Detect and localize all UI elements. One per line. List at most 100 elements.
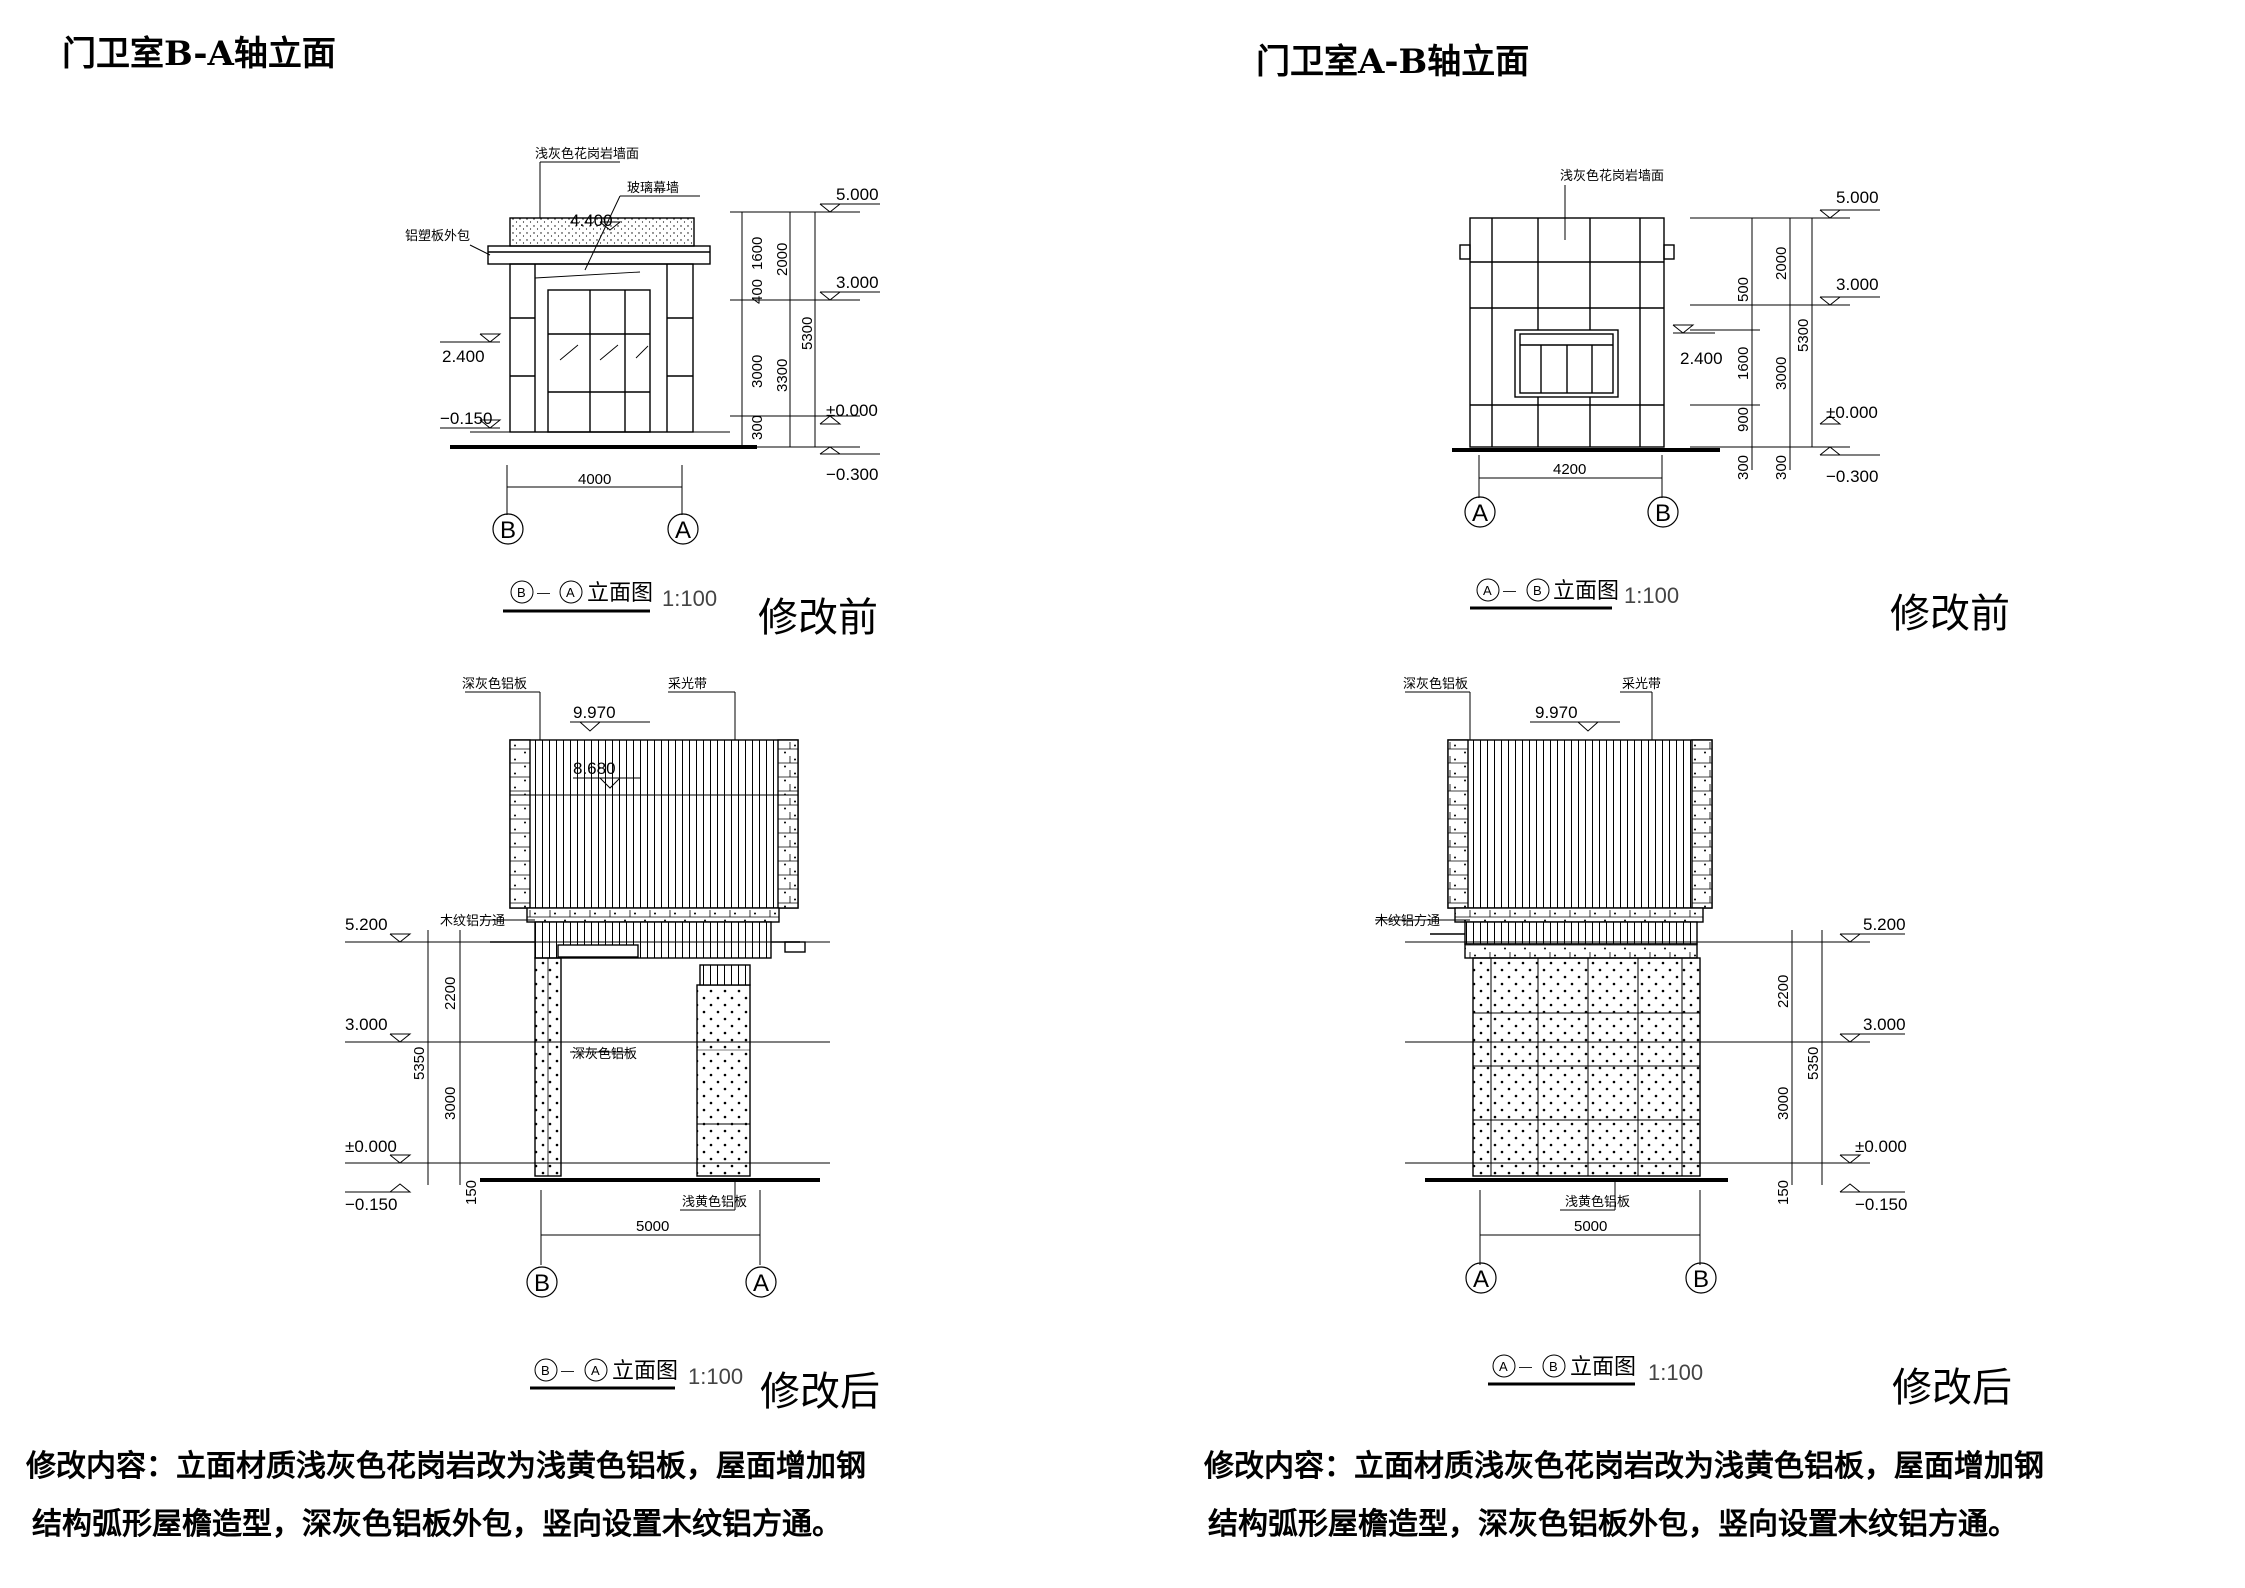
- bl-label-yellow-alu: 浅黄色铝板: [682, 1194, 747, 1209]
- bl-caption-axis2: A: [591, 1363, 600, 1378]
- status-before-left: 修改前: [758, 595, 878, 641]
- drawing-br-text: 深灰色铝板 采光带 木纹铝方通 浅黄色铝板 9.970 5.200 3.000 …: [1375, 676, 1907, 1385]
- bl-label-dark-alu2: 深灰色铝板: [572, 1046, 637, 1061]
- tl-dim-3000: 3000: [749, 355, 766, 388]
- drawing-bl-text: 深灰色铝板 采光带 木纹铝方通 深灰色铝板 浅黄色铝板 9.970 8.680 …: [345, 676, 769, 1389]
- sheet-title-left: 门卫室B-A轴立面: [62, 34, 336, 74]
- status-after-right: 修改后: [1892, 1365, 2012, 1411]
- tr-dim-500: 500: [1735, 277, 1752, 302]
- br-level-5200: 5.200: [1863, 915, 1906, 934]
- tr-dim-3000: 3000: [1773, 357, 1790, 390]
- tl-level-4400: 4.400: [570, 211, 613, 230]
- bl-dim-150: 150: [463, 1180, 480, 1205]
- drawing-bl-after: [345, 691, 830, 1390]
- bl-dim-3000: 3000: [442, 1087, 459, 1120]
- br-label-yellow-alu: 浅黄色铝板: [1565, 1194, 1630, 1209]
- tl-caption-text: 立面图: [587, 580, 653, 605]
- bl-level-5200: 5.200: [345, 915, 388, 934]
- br-caption-scale: 1:100: [1648, 1360, 1703, 1385]
- bl-level-3000: 3.000: [345, 1015, 388, 1034]
- br-caption-dash: —: [1519, 1359, 1532, 1374]
- drawing-tl-before: [440, 161, 880, 613]
- tr-level-2400: 2.400: [1680, 349, 1723, 368]
- br-caption-axis1: A: [1499, 1359, 1508, 1374]
- bl-axis-a: A: [753, 1270, 769, 1297]
- tr-axis-a: A: [1472, 500, 1488, 527]
- tr-dim-900: 900: [1735, 407, 1752, 432]
- tr-dim-300a: 300: [1735, 455, 1752, 480]
- br-caption-text: 立面图: [1570, 1354, 1636, 1379]
- tl-level-m300: −0.300: [826, 465, 878, 484]
- note-left-line1: 修改内容：立面材质浅灰色花岗岩改为浅黄色铝板，屋面增加钢: [26, 1449, 866, 1484]
- br-label-skylight: 采光带: [1622, 676, 1661, 691]
- br-level-0: ±0.000: [1855, 1137, 1907, 1156]
- bl-caption-scale: 1:100: [688, 1364, 743, 1389]
- tl-label-alu-wrap: 铝塑板外包: [405, 228, 470, 243]
- bl-dim-5350: 5350: [411, 1047, 428, 1080]
- sheet-title-right: 门卫室A-B轴立面: [1256, 42, 1530, 82]
- drawing-tr-before: [1452, 185, 1880, 610]
- modification-note-right: 修改内容：立面材质浅灰色花岗岩改为浅黄色铝板，屋面增加钢 结构弧形屋檐造型，深灰…: [1204, 1438, 2044, 1554]
- tr-label-granite: 浅灰色花岗岩墙面: [1560, 168, 1664, 183]
- bl-caption-axis1: B: [541, 1363, 550, 1378]
- br-axis-b: B: [1693, 1266, 1709, 1293]
- tl-level-3000: 3.000: [836, 273, 879, 292]
- tr-level-0: ±0.000: [1826, 403, 1878, 422]
- tr-dim-300b: 300: [1773, 455, 1790, 480]
- tr-caption-axis1: A: [1483, 583, 1492, 598]
- br-dim-3000: 3000: [1775, 1087, 1792, 1120]
- tl-label-glass: 玻璃幕墙: [627, 180, 679, 195]
- tr-caption-axis2: B: [1533, 583, 1542, 598]
- br-dim-2200: 2200: [1775, 975, 1792, 1008]
- tl-dim-400: 400: [749, 279, 766, 304]
- tl-caption-axis1: B: [517, 585, 526, 600]
- bl-level-9970: 9.970: [573, 703, 616, 722]
- drawing-tr-text: 浅灰色花岗岩墙面 5.000 3.000 ±0.000 −0.300 2.400…: [1472, 168, 1879, 608]
- br-dim-width: 5000: [1574, 1218, 1607, 1235]
- br-label-dark-alu: 深灰色铝板: [1403, 676, 1468, 691]
- tr-caption-dash: —: [1503, 583, 1516, 598]
- tl-level-0: ±0.000: [826, 401, 878, 420]
- tr-dim-2000: 2000: [1773, 247, 1790, 280]
- note-right-line1: 修改内容：立面材质浅灰色花岗岩改为浅黄色铝板，屋面增加钢: [1204, 1449, 2044, 1484]
- br-dim-150: 150: [1775, 1180, 1792, 1205]
- tl-dim-3300: 3300: [774, 359, 791, 392]
- drawing-tl-text: 浅灰色花岗岩墙面 玻璃幕墙 铝塑板外包 4.400 5.000 3.000 ±0…: [405, 146, 879, 611]
- tl-dim-2000: 2000: [774, 243, 791, 276]
- tr-caption-text: 立面图: [1553, 578, 1619, 603]
- br-axis-a: A: [1473, 1266, 1489, 1293]
- note-left-line2: 结构弧形屋檐造型，深灰色铝板外包，竖向设置木纹铝方通。: [32, 1507, 842, 1542]
- br-level-9970: 9.970: [1535, 703, 1578, 722]
- bl-level-0: ±0.000: [345, 1137, 397, 1156]
- br-level-m150: −0.150: [1855, 1195, 1907, 1214]
- tr-level-5000: 5.000: [1836, 188, 1879, 207]
- tl-dim-5300: 5300: [799, 317, 816, 350]
- tl-level-m150: −0.150: [440, 409, 492, 428]
- tl-caption-dash: —: [537, 585, 550, 600]
- bl-label-skylight: 采光带: [668, 676, 707, 691]
- br-label-wood-tube: 木纹铝方通: [1375, 913, 1440, 928]
- bl-label-dark-alu: 深灰色铝板: [462, 676, 527, 691]
- tl-axis-a: A: [675, 517, 691, 544]
- tr-dim-1600: 1600: [1735, 347, 1752, 380]
- bl-level-8680: 8.680: [573, 759, 616, 778]
- bl-dim-width: 5000: [636, 1218, 669, 1235]
- tl-axis-b: B: [500, 517, 516, 544]
- bl-caption-dash: —: [561, 1363, 574, 1378]
- tr-level-3000: 3.000: [1836, 275, 1879, 294]
- tr-dim-5300: 5300: [1795, 319, 1812, 352]
- status-before-right: 修改前: [1890, 591, 2010, 637]
- tl-dim-300: 300: [749, 415, 766, 440]
- tr-caption-scale: 1:100: [1624, 583, 1679, 608]
- tl-caption-axis2: A: [566, 585, 575, 600]
- note-right-line2: 结构弧形屋檐造型，深灰色铝板外包，竖向设置木纹铝方通。: [1208, 1507, 2018, 1542]
- drawing-br-after: [1375, 691, 1905, 1386]
- tl-caption-scale: 1:100: [662, 586, 717, 611]
- bl-dim-2200: 2200: [442, 977, 459, 1010]
- tr-dim-width: 4200: [1553, 461, 1586, 478]
- bl-level-m150: −0.150: [345, 1195, 397, 1214]
- br-dim-5350: 5350: [1805, 1047, 1822, 1080]
- tl-dim-width: 4000: [578, 471, 611, 488]
- tr-level-m300: −0.300: [1826, 467, 1878, 486]
